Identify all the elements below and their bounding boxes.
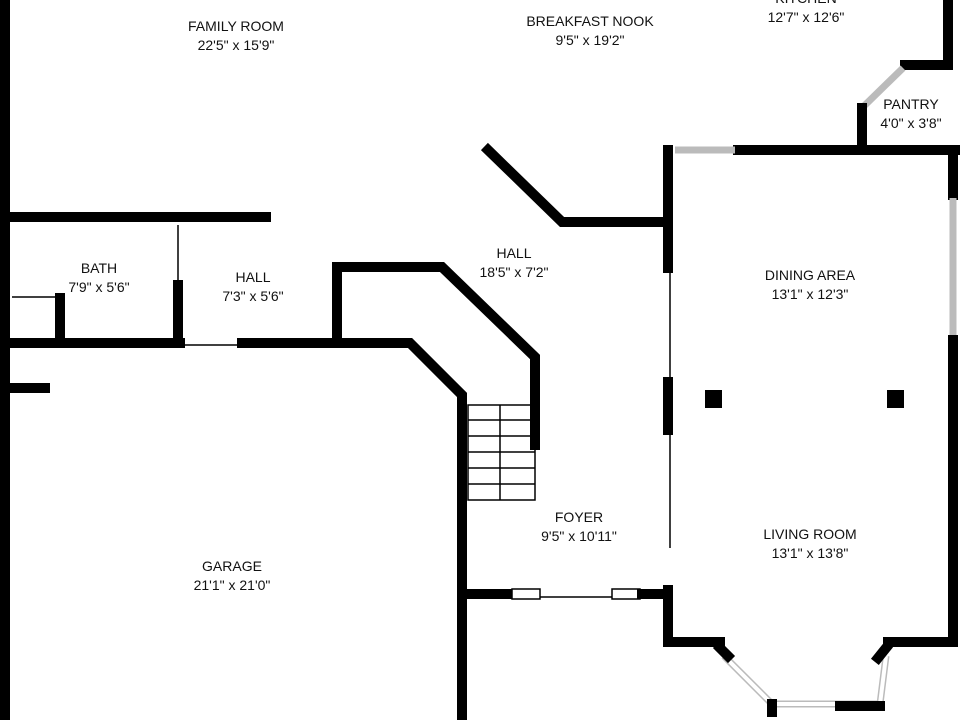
wall <box>900 0 953 70</box>
room-hall-small: HALL 7'3" x 5'6" <box>222 268 283 306</box>
room-size: 13'1" x 12'3" <box>771 286 849 302</box>
room-breakfast-nook: BREAKFAST NOOK 9'5" x 19'2" <box>526 12 653 50</box>
column <box>705 390 722 408</box>
bay-window <box>722 654 888 706</box>
wall <box>237 338 467 720</box>
wall <box>480 142 673 227</box>
window <box>861 65 906 109</box>
wall <box>712 640 736 664</box>
room-bath: BATH 7'9" x 5'6" <box>68 259 129 297</box>
room-garage: GARAGE 21'1" x 21'0" <box>194 557 271 595</box>
room-name: LIVING ROOM <box>763 526 857 542</box>
room-size: 7'9" x 5'6" <box>68 279 130 295</box>
room-size: 21'1" x 21'0" <box>193 577 271 593</box>
room-size: 9'5" x 19'2" <box>555 32 625 48</box>
column <box>887 390 904 408</box>
room-name: PANTRY <box>883 96 939 112</box>
room-name: GARAGE <box>202 558 262 574</box>
room-pantry: PANTRY 4'0" x 3'8" <box>880 95 941 133</box>
sidelight-window <box>611 588 641 600</box>
sidelight-window <box>511 588 541 600</box>
stairs <box>467 404 536 501</box>
room-size: 9'5" x 10'11" <box>541 528 617 544</box>
room-size: 7'3" x 5'6" <box>222 288 284 304</box>
room-name: DINING AREA <box>764 267 856 283</box>
room-size: 13'1" x 13'8" <box>771 545 849 561</box>
room-name: FOYER <box>554 509 604 525</box>
room-dining-area: DINING AREA 13'1" x 12'3" <box>765 266 855 304</box>
room-size: 4'0" x 3'8" <box>880 115 942 131</box>
room-name: HALL <box>235 269 271 285</box>
room-size: 12'7" x 12'6" <box>767 9 845 25</box>
room-name: HALL <box>496 245 532 261</box>
wall <box>663 585 725 647</box>
room-foyer: FOYER 9'5" x 10'11" <box>541 508 617 546</box>
room-size: 22'5" x 15'9" <box>197 37 275 53</box>
room-name: KITCHEN <box>768 0 845 8</box>
wall <box>332 262 540 450</box>
wall <box>870 640 894 666</box>
room-name: BREAKFAST NOOK <box>526 13 654 29</box>
room-kitchen: KITCHEN12'7" x 12'6" <box>768 0 845 27</box>
room-name: FAMILY ROOM <box>188 18 284 34</box>
room-family-room: FAMILY ROOM 22'5" x 15'9" <box>188 17 284 55</box>
room-size: 18'5" x 7'2" <box>479 264 549 280</box>
room-hall: HALL 18'5" x 7'2" <box>480 244 549 282</box>
room-living-room: LIVING ROOM 13'1" x 13'8" <box>763 525 856 563</box>
room-name: BATH <box>80 260 118 276</box>
